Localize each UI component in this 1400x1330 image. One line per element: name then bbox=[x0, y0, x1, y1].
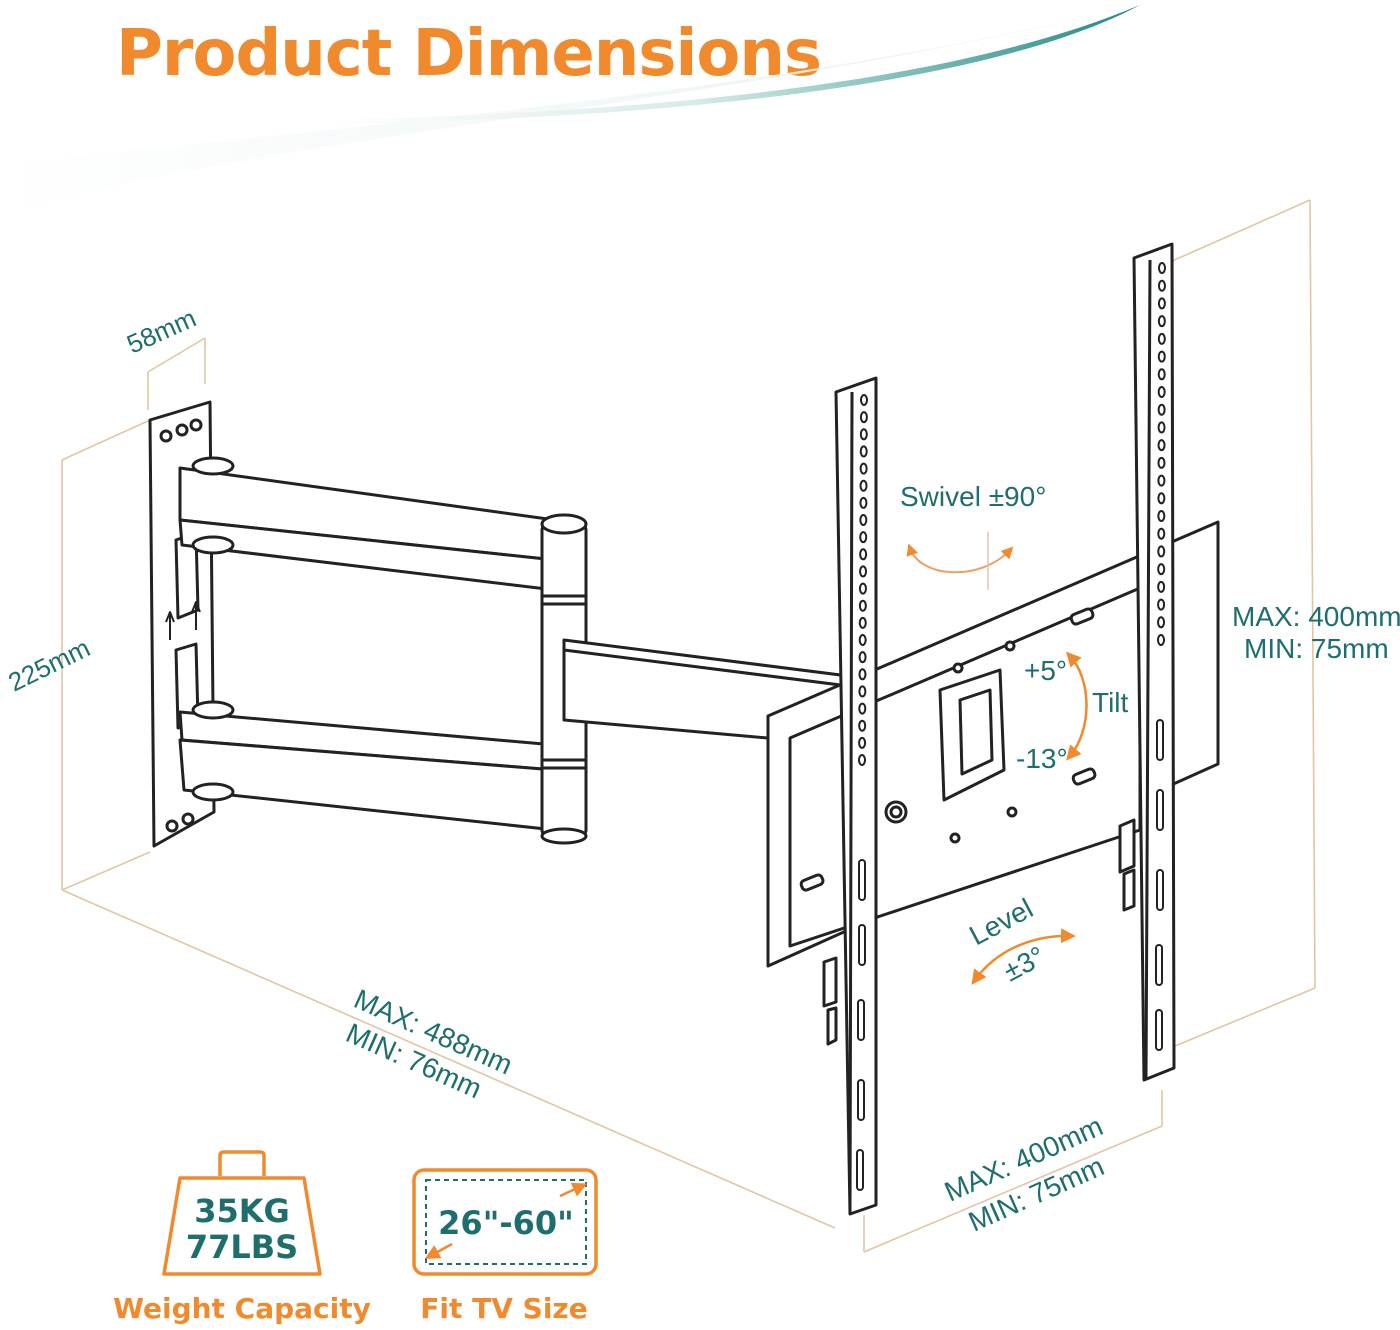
rail-slot bbox=[858, 859, 866, 901]
rail-hole bbox=[1157, 315, 1166, 328]
rail-hole bbox=[1157, 492, 1166, 505]
rail-slot bbox=[1156, 789, 1164, 831]
rail-slot bbox=[1155, 1009, 1163, 1051]
rail-hole bbox=[1157, 456, 1166, 469]
tv-size-caption: Fit TV Size bbox=[420, 1292, 587, 1325]
swivel-arrow bbox=[906, 532, 1014, 590]
rail-slot bbox=[1156, 719, 1164, 761]
tilt-label: Tilt bbox=[1092, 687, 1129, 718]
tv-size-icon: 26"-60" bbox=[412, 1168, 598, 1276]
rail-hole bbox=[1157, 439, 1166, 452]
rail-hole bbox=[859, 548, 868, 561]
weight-capacity-icon: 35KG 77LBS bbox=[162, 1150, 322, 1276]
rail-hole bbox=[858, 702, 867, 715]
weight-kg-text: 35KG bbox=[194, 1192, 290, 1230]
rail-hole bbox=[858, 668, 867, 681]
rail-hole bbox=[859, 479, 868, 492]
rail-hole bbox=[858, 736, 867, 749]
rail-hole bbox=[1157, 527, 1166, 540]
plate-width-label: 58mm bbox=[122, 303, 200, 360]
rail-hole bbox=[1157, 297, 1166, 310]
rail-hole bbox=[859, 514, 868, 526]
rail-hole bbox=[859, 565, 868, 578]
rail-hole bbox=[1157, 332, 1166, 345]
rail-hole bbox=[1157, 634, 1165, 646]
tilt-arrow bbox=[1065, 651, 1088, 761]
rail-hole bbox=[859, 445, 868, 458]
rail-hole bbox=[1157, 403, 1166, 416]
vertical-rail-right bbox=[1118, 242, 1176, 1082]
lower-arm bbox=[178, 700, 557, 832]
rail-hole bbox=[858, 754, 866, 766]
dimension-lines bbox=[61, 199, 1316, 1253]
rail-hole bbox=[1158, 262, 1166, 274]
rail-hole bbox=[859, 462, 868, 475]
rail-slot bbox=[1155, 944, 1163, 986]
rail-slot bbox=[857, 999, 865, 1041]
vertical-rail-left bbox=[822, 376, 878, 1216]
rail-hole bbox=[1157, 545, 1166, 558]
rail-hole bbox=[859, 411, 868, 424]
rail-hole bbox=[859, 496, 868, 509]
level-arrow bbox=[971, 928, 1076, 985]
rail-hole bbox=[1157, 368, 1166, 381]
rail-hole bbox=[858, 651, 867, 664]
rail-slot bbox=[1156, 869, 1164, 911]
rail-slot bbox=[858, 924, 866, 966]
vertical-min-label: MIN: 75mm bbox=[1244, 633, 1389, 664]
rail-hole bbox=[858, 582, 867, 595]
rail-slot bbox=[856, 1149, 864, 1191]
rail-hole bbox=[1157, 580, 1166, 593]
vertical-max-label: MAX: 400mm bbox=[1232, 601, 1400, 632]
swivel-label: Swivel ±90° bbox=[900, 481, 1046, 512]
page-title: Product Dimensions bbox=[116, 17, 822, 91]
rail-hole bbox=[858, 616, 867, 629]
plate-height-label: 225mm bbox=[3, 632, 94, 697]
tilt-up-label: +5° bbox=[1024, 655, 1067, 686]
rail-hole bbox=[858, 599, 867, 612]
tv-size-text: 26"-60" bbox=[438, 1204, 574, 1242]
weight-capacity-caption: Weight Capacity bbox=[113, 1292, 371, 1325]
rail-hole bbox=[1157, 279, 1166, 292]
rail-hole bbox=[1157, 598, 1166, 611]
upper-arm bbox=[178, 456, 557, 592]
rail-slot bbox=[857, 1079, 865, 1121]
rail-hole bbox=[1157, 510, 1166, 522]
rail-hole bbox=[858, 634, 867, 646]
rail-hole bbox=[858, 719, 867, 732]
rail-hole bbox=[1157, 350, 1166, 363]
rail-hole bbox=[858, 685, 867, 698]
rail-hole bbox=[1157, 563, 1166, 576]
tilt-down-label: -13° bbox=[1016, 743, 1068, 774]
rail-hole bbox=[1157, 474, 1166, 487]
level-value-label: ±3° bbox=[998, 940, 1050, 987]
rail-hole bbox=[1157, 386, 1166, 398]
rail-hole bbox=[1157, 421, 1166, 434]
rail-hole bbox=[1157, 616, 1166, 629]
header-swoosh bbox=[0, 5, 1140, 215]
rail-hole bbox=[859, 428, 868, 441]
rail-hole bbox=[860, 394, 868, 406]
weight-lbs-text: 77LBS bbox=[186, 1228, 298, 1266]
rail-hole bbox=[859, 531, 868, 544]
